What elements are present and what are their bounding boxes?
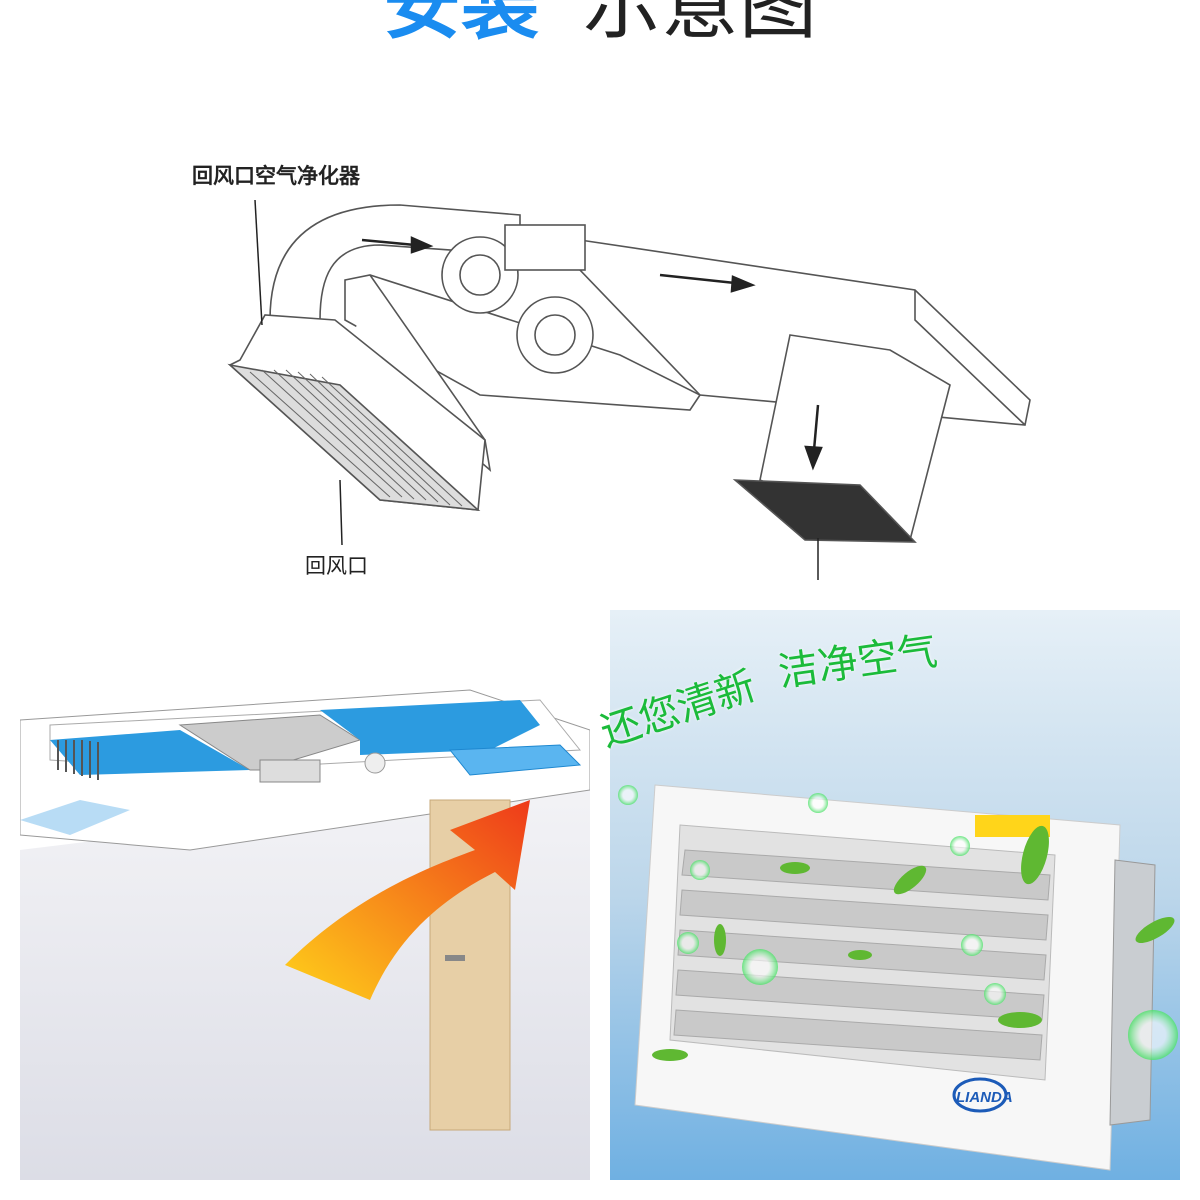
warning-label	[975, 815, 1050, 837]
purifier-box	[178, 714, 362, 771]
negative-ion-bubbles	[618, 785, 1178, 1060]
supply-grille	[732, 479, 917, 543]
ceiling-airflow-illustration	[20, 600, 590, 1180]
label-return-vent: 回风口	[305, 554, 368, 578]
product-photo: LIANDA	[610, 610, 1180, 1180]
duct-right	[320, 700, 540, 755]
installation-diagram	[227, 199, 1031, 580]
title-highlight: 安装	[382, 0, 539, 50]
air-flow-blue	[20, 800, 130, 835]
brand-logo	[952, 1077, 1008, 1113]
duct-left	[50, 730, 250, 775]
leaf-icons	[652, 825, 1175, 1061]
air-flow-arrow	[285, 800, 530, 1000]
brand-logo-text: LIANDA	[956, 1089, 1013, 1106]
label-purifier: 回风口空气净化器	[192, 164, 360, 188]
power-module	[1109, 859, 1156, 1126]
title-rest: 示意图	[583, 0, 818, 50]
page-title: 安装示意图	[0, 0, 1200, 44]
curved-duct	[269, 204, 521, 321]
